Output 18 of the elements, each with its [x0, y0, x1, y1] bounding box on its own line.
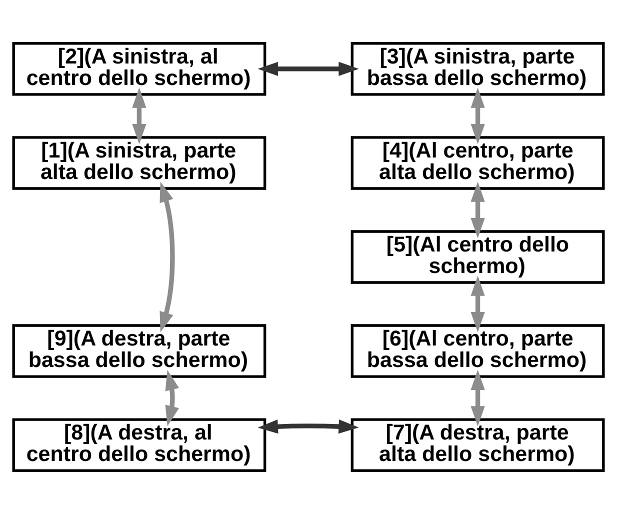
arrow [258, 418, 359, 434]
arrow [470, 181, 485, 238]
node-box: [3](A sinistra, parte bassa dello schermo) [350, 42, 605, 96]
arrow [132, 87, 146, 144]
node-box: [6](Al centro, parte bassa dello schermo) [350, 324, 605, 378]
node-box: [2](A sinistra, al centro dello schermo) [12, 42, 266, 96]
node-box: [4](Al centro, parte alta dello schermo) [350, 136, 605, 190]
node-box: [1](A sinistra, parte alta dello schermo) [12, 136, 266, 190]
node-box: [8](A destra, al centro dello schermo) [12, 418, 266, 472]
arrow [160, 181, 175, 332]
node-box: [7](A destra, parte alta dello schermo) [350, 418, 605, 472]
arrow [470, 369, 485, 426]
node-box: [5](Al centro dello schermo) [350, 230, 605, 284]
node-box: [9](A destra, parte bassa dello schermo) [12, 324, 266, 378]
arrow [258, 61, 359, 76]
arrow [470, 275, 485, 332]
arrow [165, 369, 180, 426]
arrow [470, 87, 485, 144]
